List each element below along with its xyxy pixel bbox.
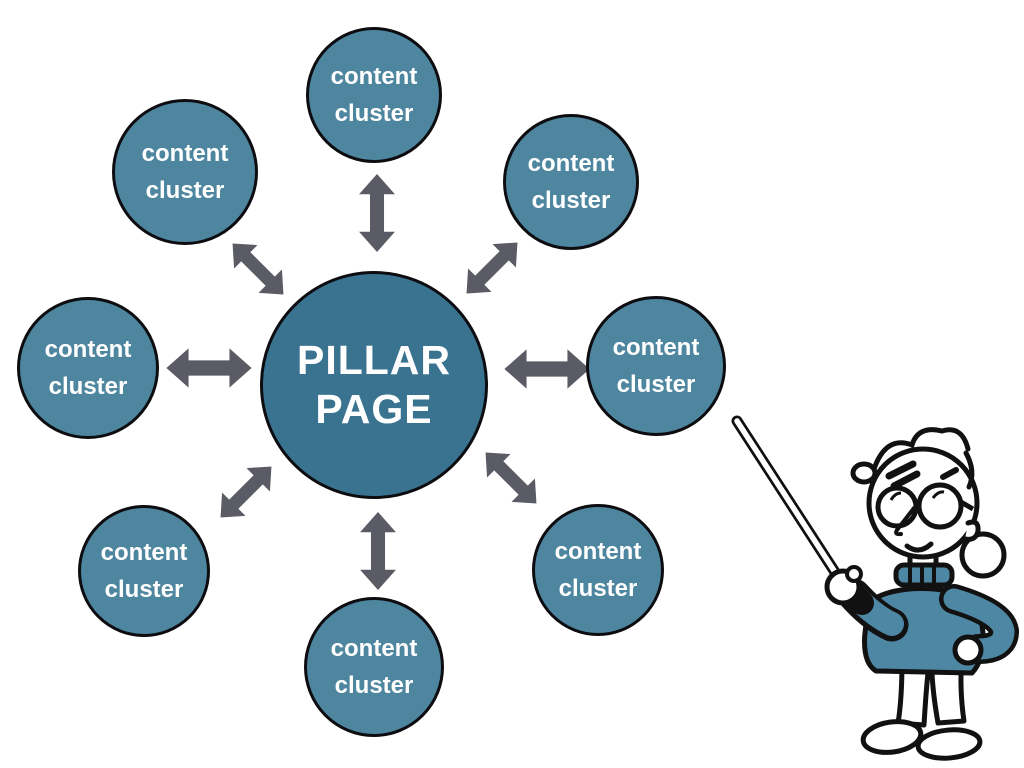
cluster-node-top: content cluster xyxy=(306,27,442,163)
arm-on-hip xyxy=(939,584,1020,666)
cluster-label-line2: cluster xyxy=(104,576,184,603)
arrow-top-left xyxy=(217,228,299,310)
cluster-label-line2: cluster xyxy=(616,371,696,398)
cluster-label-line2: cluster xyxy=(558,575,638,602)
arrow-bottom xyxy=(355,512,401,590)
cluster-label-line2: cluster xyxy=(334,672,414,699)
arrow-top-right xyxy=(451,227,533,309)
pillar-label-line1: PILLAR xyxy=(296,337,452,383)
cluster-label-line2: cluster xyxy=(334,100,414,127)
arrow-right xyxy=(504,346,590,392)
cluster-node-bottom: content cluster xyxy=(304,597,444,737)
cluster-node-right: content cluster xyxy=(586,296,726,436)
cluster-node-top-left: content cluster xyxy=(112,99,258,245)
cluster-label-line1: content xyxy=(141,140,229,167)
arrow-top xyxy=(354,174,400,252)
presenter-character-illustration xyxy=(716,403,1024,768)
cluster-node-bottom-right: content cluster xyxy=(532,504,664,636)
cluster-label-line1: content xyxy=(330,63,418,90)
hair-bun xyxy=(959,531,1007,579)
collar xyxy=(893,562,955,588)
head xyxy=(850,427,981,560)
cluster-node-bottom-left: content cluster xyxy=(78,505,210,637)
arrow-left xyxy=(166,345,252,391)
pillar-label-line2: PAGE xyxy=(315,386,433,432)
cluster-label-line2: cluster xyxy=(145,177,225,204)
arrow-bottom-right xyxy=(470,437,552,519)
hair-tuft xyxy=(850,461,878,485)
hair xyxy=(871,427,975,490)
cluster-node-left: content cluster xyxy=(17,297,159,439)
legs xyxy=(860,658,983,761)
glasses-icon xyxy=(875,482,975,530)
cluster-label-line1: content xyxy=(554,538,642,565)
cluster-label-line1: content xyxy=(44,336,132,363)
cluster-label-line1: content xyxy=(612,334,700,361)
smile xyxy=(904,541,934,553)
nose xyxy=(894,506,916,537)
arrow-bottom-left xyxy=(205,451,287,533)
ear xyxy=(962,519,981,542)
cluster-label-line1: content xyxy=(527,150,615,177)
cluster-label-line2: cluster xyxy=(48,373,128,400)
cluster-node-top-right: content cluster xyxy=(503,114,639,250)
cluster-label-line1: content xyxy=(100,539,188,566)
pointer-stick-icon xyxy=(731,415,850,592)
cluster-label-line2: cluster xyxy=(531,187,611,214)
pillar-page-node: PILLAR PAGE xyxy=(260,271,488,499)
arm-with-pointer xyxy=(824,565,909,642)
cluster-label-line1: content xyxy=(330,635,418,662)
